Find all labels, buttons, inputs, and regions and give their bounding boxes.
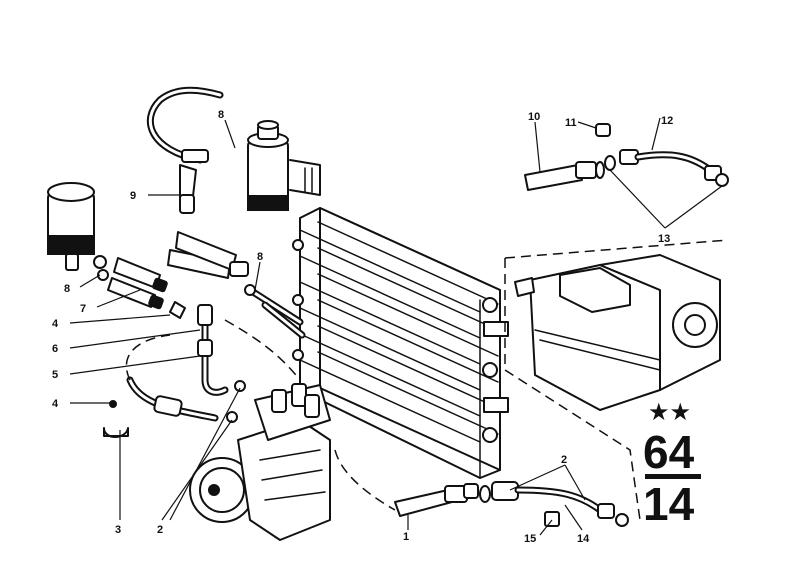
receiver-drier-top <box>147 86 321 214</box>
main-group-number: 64 <box>643 426 695 478</box>
badge-stars: ★★ <box>648 398 691 426</box>
routing-line-2 <box>125 334 171 381</box>
callout-13: 13 <box>658 233 670 245</box>
compressor <box>189 383 331 541</box>
routing-line-1 <box>224 319 301 381</box>
callout-11: 11 <box>565 117 577 129</box>
hose-assembly-lower <box>334 449 629 527</box>
callout-9: 9 <box>130 190 136 202</box>
condenser <box>292 207 509 479</box>
callout-labels: 9 8 8 7 4 6 5 4 3 2 8 1 10 11 12 13 2 14… <box>52 109 673 545</box>
condenser-pipes <box>244 284 306 339</box>
callout-4-upper: 4 <box>52 318 59 330</box>
leader-lines <box>69 117 723 536</box>
hose-assembly-top-right <box>524 123 729 191</box>
callout-8-middle: 8 <box>257 251 263 263</box>
badge-divider <box>645 474 701 479</box>
callout-8-top: 8 <box>218 109 224 121</box>
callout-8-left: 8 <box>64 283 70 295</box>
hose-assembly-left <box>103 301 246 438</box>
callout-6: 6 <box>52 343 58 355</box>
sub-group-number: 14 <box>643 478 695 530</box>
group-badge: ★★ 64 14 <box>643 398 701 530</box>
receiver-drier-left <box>47 182 109 281</box>
callout-1: 1 <box>403 531 409 543</box>
evaporator-housing <box>504 239 729 521</box>
callout-7: 7 <box>80 303 86 315</box>
callout-5: 5 <box>52 369 58 381</box>
callout-3: 3 <box>115 524 121 536</box>
callout-10: 10 <box>528 111 540 123</box>
callout-2-right: 2 <box>561 454 567 466</box>
callout-14: 14 <box>577 533 590 545</box>
fittings-7 <box>107 231 249 310</box>
callout-15: 15 <box>524 533 536 545</box>
callout-2-left: 2 <box>157 524 163 536</box>
callout-4-lower: 4 <box>52 398 59 410</box>
callout-12: 12 <box>661 115 673 127</box>
